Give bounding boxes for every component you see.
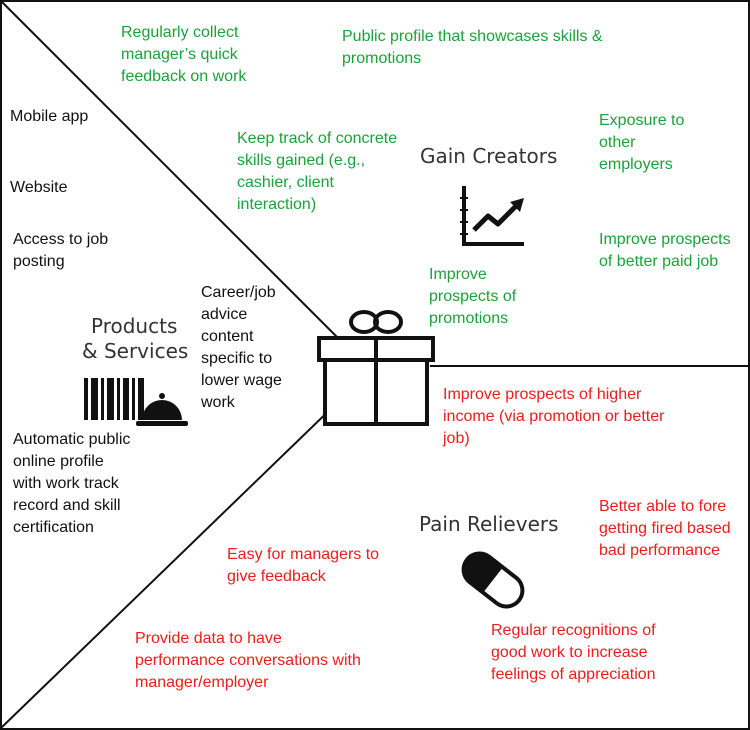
barcode-icon <box>84 378 144 420</box>
gain-creators-heading: Gain Creators <box>420 144 558 168</box>
pain-reliever-note: Regular recognitions of good work to inc… <box>491 622 656 683</box>
products-services-heading-line2: & Services <box>82 339 189 363</box>
gain-creator-note: Exposure to other employers <box>599 112 685 173</box>
gift-icon <box>317 310 435 426</box>
pain-relievers-heading: Pain Relievers <box>419 512 559 536</box>
product-service-note: Website <box>10 179 68 196</box>
pill-icon <box>461 551 525 609</box>
products-services-heading-line1: Products <box>91 314 178 338</box>
pain-reliever-note: Provide data to have performance convers… <box>135 630 361 691</box>
service-bell-icon <box>136 393 188 426</box>
gain-creator-note: Public profile that showcases skills & p… <box>342 28 603 67</box>
gain-creator-note: Improve prospects of promotions <box>429 266 517 327</box>
product-service-note: Automatic public online profile with wor… <box>13 431 131 536</box>
product-service-note: Career/job advice content specific to lo… <box>201 284 282 411</box>
pain-reliever-note: Improve prospects of higher income (via … <box>443 386 665 447</box>
pain-reliever-note: Easy for managers to give feedback <box>227 546 380 585</box>
gain-creator-note: Improve prospects of better paid job <box>599 231 731 270</box>
product-service-note: Access to job posting <box>13 231 109 270</box>
gain-creator-note: Regularly collect manager’s quick feedba… <box>121 24 247 85</box>
product-service-note: Mobile app <box>10 108 89 125</box>
pain-reliever-note: Better able to fore getting fired based … <box>599 498 731 559</box>
gain-creator-note: Keep track of concrete skills gained (e.… <box>237 130 398 213</box>
growth-chart-icon <box>460 186 524 246</box>
